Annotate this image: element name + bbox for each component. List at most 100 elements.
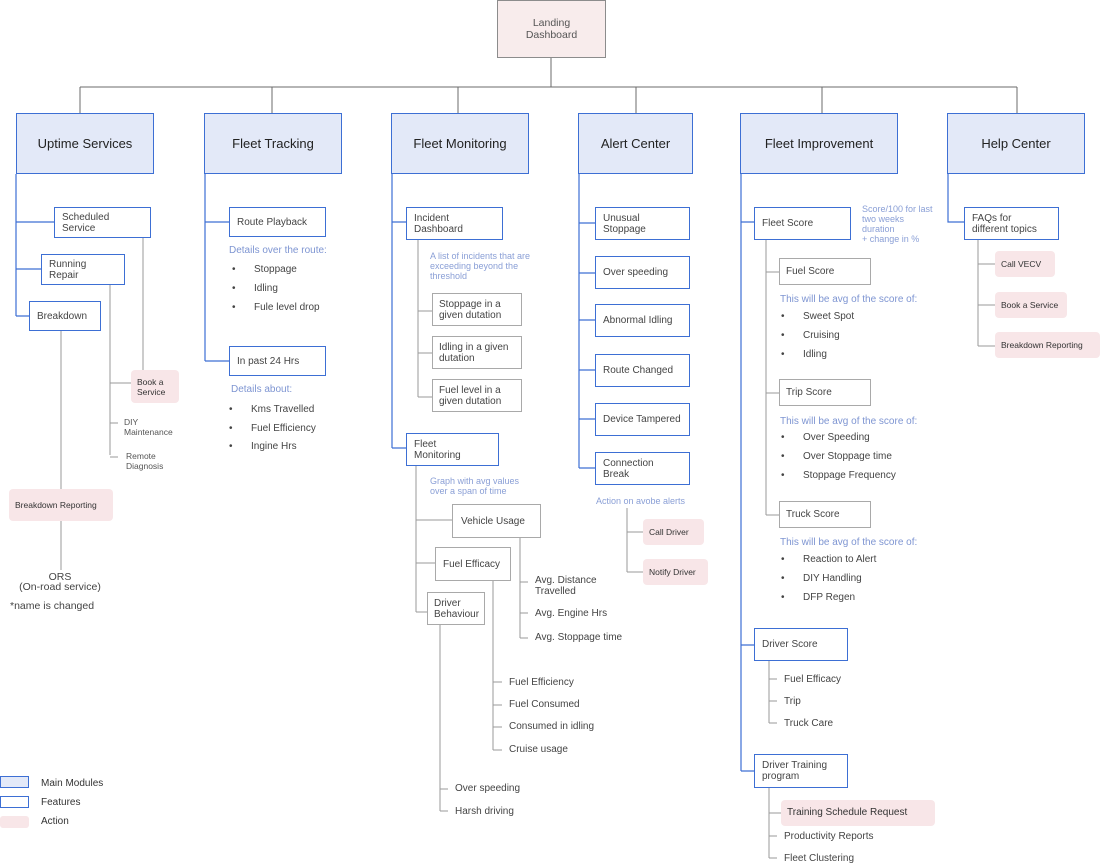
sub-fuel-score[interactable]: Fuel Score <box>779 258 871 285</box>
route-item-fuel-drop: Fule level drop <box>232 302 319 313</box>
action-book-a-service[interactable]: Book a Service <box>131 370 179 403</box>
action-training-schedule-request[interactable]: Training Schedule Request <box>781 800 935 826</box>
incident-stoppage[interactable]: Stoppage in a given dutation <box>432 293 522 326</box>
landing-dashboard-node[interactable]: Landing Dashboard <box>497 0 606 58</box>
action-label: Training Schedule Request <box>787 807 908 818</box>
action-label: Book a Service <box>1001 300 1059 310</box>
training-fleet-clustering: Fleet Clustering <box>784 853 855 864</box>
module-alert-center[interactable]: Alert Center <box>578 113 693 174</box>
uptime-diy-maintenance: DIY Maintenance <box>124 417 173 437</box>
feature-scheduled-service[interactable]: Scheduled Service <box>54 207 151 238</box>
alert-device-tampered[interactable]: Device Tampered <box>595 403 690 436</box>
sub-trip-score[interactable]: Trip Score <box>779 379 871 406</box>
legend-features-label: Features <box>41 797 81 808</box>
fuel-cruise-item: Cruise usage <box>509 744 568 755</box>
incident-fuel-level[interactable]: Fuel level in a given dutation <box>432 379 522 412</box>
feature-label: Scheduled Service <box>62 211 110 234</box>
feature-fleet-monitoring[interactable]: Fleet Monitoring <box>406 433 499 466</box>
sub-vehicle-usage[interactable]: Vehicle Usage <box>452 504 541 538</box>
sub-label: Trip Score <box>786 387 832 398</box>
action-breakdown-reporting[interactable]: Breakdown Reporting <box>9 489 113 521</box>
feature-label: Driver Training program <box>762 760 828 782</box>
feature-label: Driver Score <box>762 639 818 650</box>
feature-faqs[interactable]: FAQs for different topics <box>964 207 1059 240</box>
alert-connection-break[interactable]: Connection Break <box>595 452 690 485</box>
module-uptime-services[interactable]: Uptime Services <box>16 113 154 174</box>
module-label: Help Center <box>981 136 1051 151</box>
driver-harsh-driving: Harsh driving <box>455 806 514 817</box>
action-label: Book a Service <box>137 376 166 397</box>
incident-note: A list of incidents that are exceeding b… <box>430 251 531 281</box>
fleet-monitoring-note: Graph with avg values over a span of tim… <box>430 476 520 496</box>
legend-main-label: Main Modules <box>41 778 104 789</box>
fuel-efficiency-item: Fuel Efficiency <box>509 677 574 688</box>
feature-label: Abnormal Idling <box>603 315 673 326</box>
sub-label: Idling in a given dutation <box>439 341 509 364</box>
action-label: Breakdown Reporting <box>1001 340 1083 350</box>
truck-score-dfp: DFP Regen <box>781 592 855 603</box>
alert-abnormal-idling[interactable]: Abnormal Idling <box>595 304 690 337</box>
truck-score-reaction: Reaction to Alert <box>781 554 876 565</box>
sub-label: Truck Score <box>786 509 840 520</box>
driver-score-fuel-efficacy: Fuel Efficacy <box>784 674 842 685</box>
sub-label: Fuel Efficacy <box>443 558 501 570</box>
legend-action-swatch <box>0 816 29 828</box>
feature-label: Fleet Monitoring <box>414 438 461 461</box>
usage-avg-stoppage: Avg. Stoppage time <box>535 632 623 643</box>
sub-truck-score[interactable]: Truck Score <box>779 501 871 528</box>
sub-driver-behaviour[interactable]: Driver Behaviour <box>427 592 485 625</box>
truck-score-diy: DIY Handling <box>781 573 862 584</box>
feature-label: Incident Dashboard <box>414 212 463 235</box>
past-item-kms: Kms Travelled <box>229 404 314 415</box>
module-label: Fleet Tracking <box>232 136 314 151</box>
sub-label: Fuel level in a given dutation <box>439 384 502 407</box>
module-fleet-improvement[interactable]: Fleet Improvement <box>740 113 898 174</box>
feature-label: Device Tampered <box>603 414 681 425</box>
uptime-remote-diagnosis: Remote Diagnosis <box>126 451 164 471</box>
sub-label: Vehicle Usage <box>461 515 525 527</box>
feature-label: FAQs for different topics <box>972 212 1037 235</box>
driver-over-speeding: Over speeding <box>455 783 521 794</box>
feature-label: Over speeding <box>603 267 669 278</box>
alert-route-changed[interactable]: Route Changed <box>595 354 690 387</box>
feature-driver-score[interactable]: Driver Score <box>754 628 848 661</box>
ors-label: ORS (On-road service) <box>19 571 101 593</box>
module-help-center[interactable]: Help Center <box>947 113 1085 174</box>
module-fleet-tracking[interactable]: Fleet Tracking <box>204 113 342 174</box>
action-call-driver[interactable]: Call Driver <box>643 519 704 545</box>
feature-label: Unusual Stoppage <box>603 212 646 235</box>
alert-action-note: Action on avobe alerts <box>596 496 686 506</box>
sub-label: Fuel Score <box>786 266 835 277</box>
action-label: Call Driver <box>649 527 689 537</box>
module-fleet-monitoring[interactable]: Fleet Monitoring <box>391 113 529 174</box>
feature-route-playback[interactable]: Route Playback <box>229 207 326 237</box>
action-notify-driver[interactable]: Notify Driver <box>643 559 708 585</box>
action-help-breakdown-reporting[interactable]: Breakdown Reporting <box>995 332 1100 358</box>
feature-incident-dashboard[interactable]: Incident Dashboard <box>406 207 503 240</box>
module-label: Fleet Monitoring <box>413 136 507 151</box>
legend-main-swatch <box>0 776 29 788</box>
alert-unusual-stoppage[interactable]: Unusual Stoppage <box>595 207 690 240</box>
trip-score-stoppage-frequency: Stoppage Frequency <box>781 470 896 481</box>
truck-score-note: This will be avg of the score of: <box>780 537 918 548</box>
feature-label: Route Playback <box>237 216 308 228</box>
legend-features-swatch <box>0 796 29 808</box>
past-item-fuel: Fuel Efficiency <box>229 423 316 434</box>
feature-in-past-24-hrs[interactable]: In past 24 Hrs <box>229 346 326 376</box>
incident-idling[interactable]: Idling in a given dutation <box>432 336 522 369</box>
module-label: Uptime Services <box>37 136 133 151</box>
sub-fuel-efficacy[interactable]: Fuel Efficacy <box>435 547 511 581</box>
fuel-consumed-item: Fuel Consumed <box>509 699 580 710</box>
alert-over-speeding[interactable]: Over speeding <box>595 256 690 289</box>
sub-label: Stoppage in a given dutation <box>439 298 502 321</box>
feature-label: Connection Break <box>603 457 654 480</box>
feature-running-repair[interactable]: Running Repair <box>41 254 125 285</box>
feature-breakdown[interactable]: Breakdown <box>29 301 101 331</box>
usage-avg-engine: Avg. Engine Hrs <box>535 608 608 619</box>
feature-fleet-score[interactable]: Fleet Score <box>754 207 851 240</box>
feature-driver-training[interactable]: Driver Training program <box>754 754 848 788</box>
action-help-book-service[interactable]: Book a Service <box>995 292 1067 318</box>
feature-label: Running Repair <box>49 258 87 281</box>
past24-note: Details about: <box>231 384 293 395</box>
action-call-vecv[interactable]: Call VECV <box>995 251 1055 277</box>
